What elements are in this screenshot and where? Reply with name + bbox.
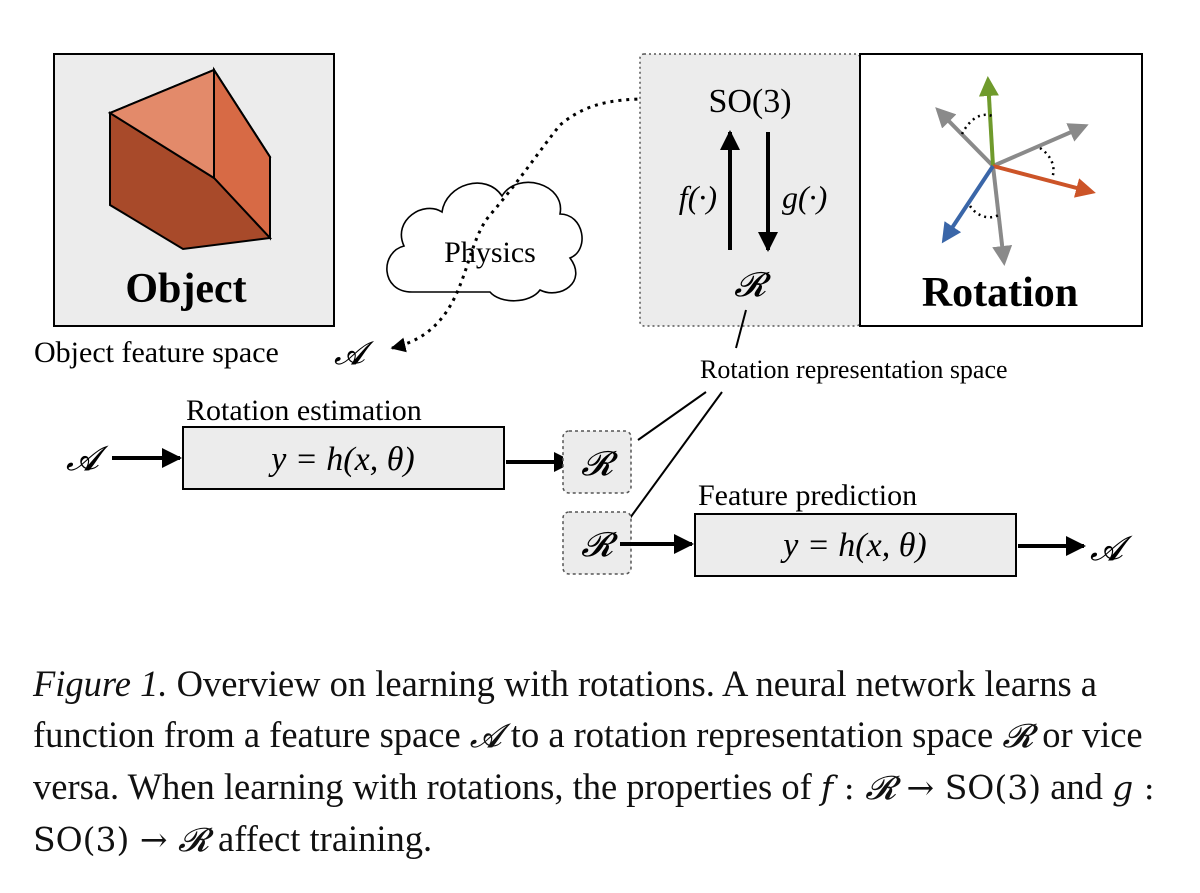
physics-link-arrow (390, 91, 674, 353)
caption-f: f (820, 768, 834, 807)
caption-colon-2: : (1133, 768, 1155, 807)
caption-symbol-R3: 𝓡 (178, 820, 209, 859)
physics-cloud: Physics (386, 181, 583, 302)
rep-leader-prediction (629, 391, 723, 519)
estimation-input-symbol: 𝓐 (66, 441, 109, 478)
f-label: f(·) (679, 179, 717, 215)
cube-icon (107, 66, 273, 251)
rotation-panel: Rotation (859, 53, 1143, 327)
caption-colon-1: : (833, 768, 866, 807)
object-panel: Object (53, 53, 335, 327)
feature-space-symbol: 𝓐 (334, 335, 375, 371)
estimation-model-box (182, 426, 505, 490)
rotation-representation-panel: SO(3) f(·) g(·) 𝓡 (639, 53, 861, 327)
rotation-estimation-block: Rotation estimation 𝓐 y = h(x, θ) 𝓡 (66, 394, 632, 494)
caption-symbol-R: 𝓡 (1002, 716, 1034, 755)
figure-label: Figure 1. (33, 663, 168, 704)
caption-map-to-so3: → SO(3) (896, 768, 1042, 807)
prediction-model-box (694, 513, 1017, 577)
caption-and: and (1050, 766, 1103, 807)
caption-sentence-3: or vice versa. When learning with rotati… (33, 714, 1143, 807)
prediction-formula: y = h(x, θ) (780, 527, 926, 564)
rotation-learning-diagram: Object Object feature space 𝓐 Physics SO… (34, 53, 1143, 577)
prediction-title: Feature prediction (698, 479, 917, 512)
caption-sentence-1: Overview on learning with rotations. A n… (33, 663, 1097, 755)
so3-label: SO(3) (708, 83, 791, 120)
g-label: g(·) (782, 179, 827, 215)
caption-symbol-A: 𝓐 (469, 716, 502, 755)
physics-label: Physics (444, 236, 536, 269)
figure-caption: Figure 1. Overview on learning with rota… (33, 658, 1173, 865)
estimation-output-box (562, 430, 632, 494)
caption-sentence-4: affect training. (218, 818, 433, 859)
rotation-axes-icon (935, 76, 1096, 266)
object-label: Object (125, 266, 246, 312)
rep-leader-estimation (637, 391, 707, 441)
estimation-formula: y = h(x, θ) (268, 441, 414, 478)
prediction-output-symbol: 𝓐 (1090, 531, 1133, 568)
prediction-input-symbol: 𝓡 (581, 527, 619, 564)
caption-so3-map: SO(3) → (33, 820, 179, 859)
rep-leader-top (735, 309, 747, 349)
rotation-label: Rotation (922, 270, 1078, 316)
representation-symbol: 𝓡 (734, 267, 772, 304)
rotation-representation-space-label: Rotation representation space (700, 355, 1008, 384)
caption-sentence-2: to a rotation representation space (510, 714, 994, 755)
caption-g: g (1112, 768, 1134, 807)
feature-prediction-block: Feature prediction 𝓡 y = h(x, θ) 𝓐 (562, 479, 1133, 577)
caption-symbol-R2: 𝓡 (865, 768, 897, 807)
estimation-title: Rotation estimation (186, 394, 422, 427)
estimation-output-symbol: 𝓡 (581, 446, 619, 483)
object-feature-space-label: Object feature space (34, 336, 279, 369)
